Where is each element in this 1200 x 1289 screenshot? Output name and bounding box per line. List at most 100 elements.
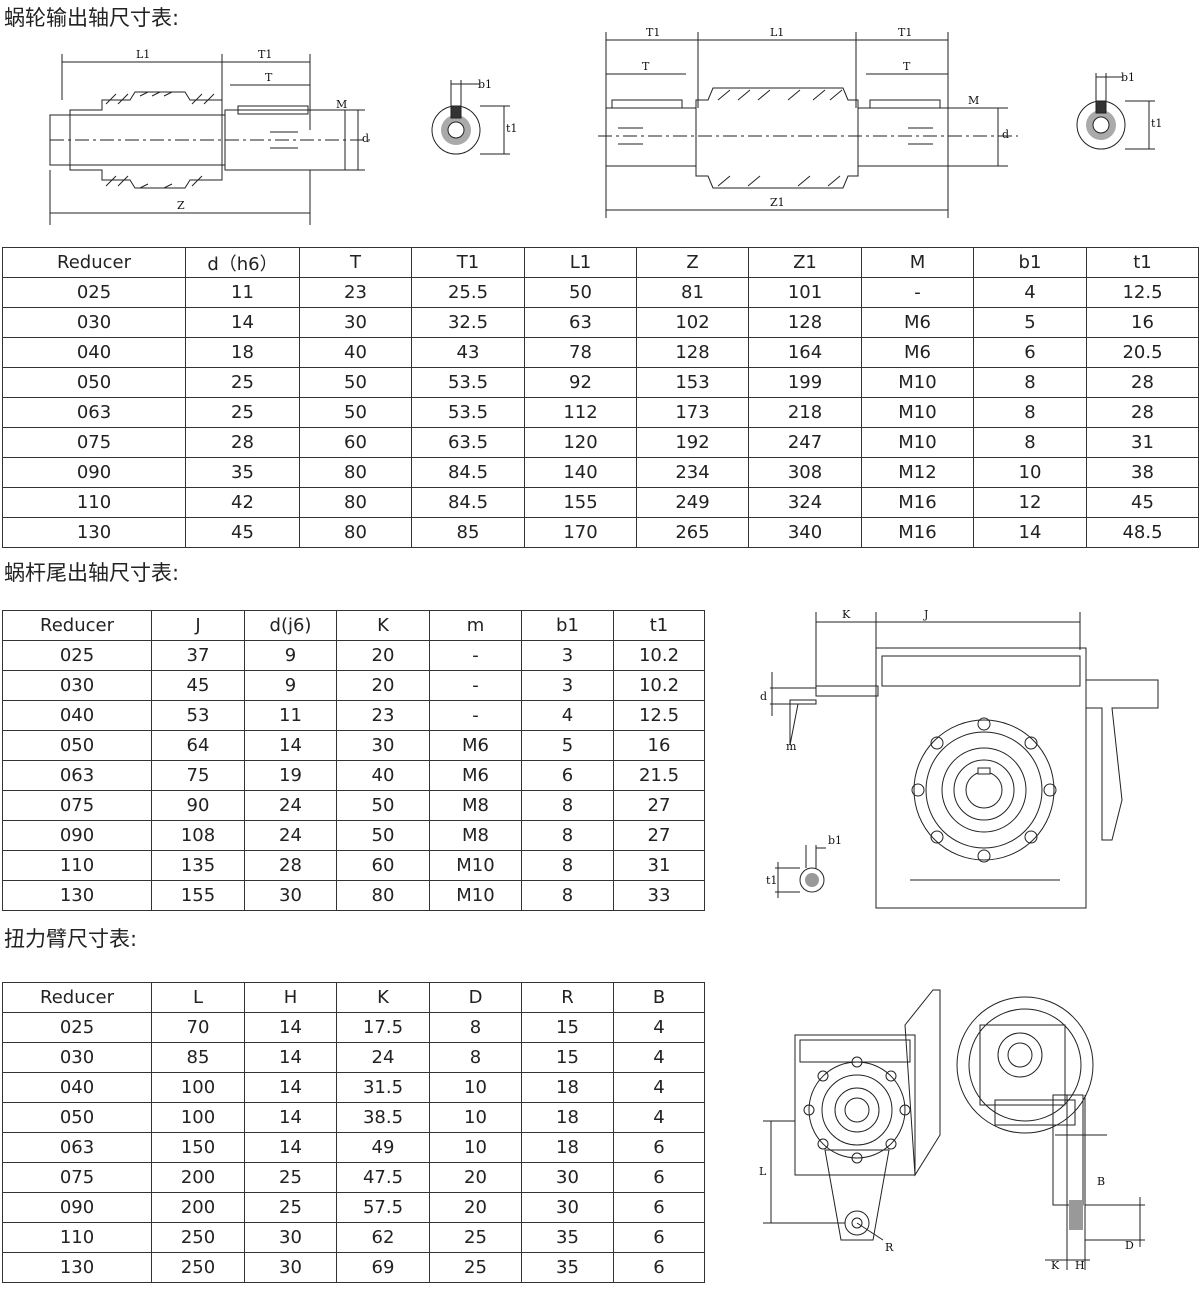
table-cell: 78 [524,337,637,368]
dim-label-T-right: T [903,60,911,73]
table-cell: 6 [613,1252,705,1283]
table-cell: 49 [336,1132,430,1163]
table-cell: 063 [2,1132,152,1163]
table-cell: - [429,670,522,701]
table-cell: 45 [1086,487,1199,518]
table-cell: 14 [244,1102,337,1133]
table-cell: 10.2 [613,640,705,671]
table-cell: 9 [244,670,337,701]
table-cell: 6 [521,760,614,791]
table-cell: 60 [336,850,430,881]
table-cell: 20 [429,1162,522,1193]
table-cell: 040 [2,337,186,368]
column-header: t1 [613,610,705,641]
table-cell: 31.5 [336,1072,430,1103]
table-cell: 35 [521,1252,614,1283]
dim-label-L1: L1 [136,48,150,61]
table-cell: 28 [185,427,300,458]
table-cell: 11 [185,277,300,308]
column-header: B [613,982,705,1013]
table-cell: 57.5 [336,1192,430,1223]
table-cell: 090 [2,457,186,488]
table-cell: 80 [299,517,412,548]
table-cell: 100 [151,1072,245,1103]
table-cell: 4 [613,1072,705,1103]
table-cell: 31 [1086,427,1199,458]
table-cell: 27 [613,820,705,851]
column-header: K [336,610,430,641]
column-header: b1 [521,610,614,641]
table-cell: 17.5 [336,1012,430,1043]
table-cell: 308 [748,457,862,488]
table-cell: 28 [244,850,337,881]
table-cell: 80 [299,457,412,488]
dim-label-T1-right: T1 [898,28,912,39]
table-cell: 10 [429,1072,522,1103]
table-cell: 8 [521,880,614,911]
dim-label-M: M [336,98,347,111]
table-cell: 63 [524,307,637,338]
table-cell: 249 [636,487,749,518]
table-cell: 200 [151,1162,245,1193]
double-output-shaft-drawing: T1 L1 T1 T T M d Z1 [598,28,1018,218]
table-cell: 47.5 [336,1162,430,1193]
table-cell: 110 [2,1222,152,1253]
table-cell: 28 [1086,367,1199,398]
worm-label-m: m [786,740,797,753]
worm-gearbox-drawing: K J d m b1 t1 [760,608,1159,909]
table-cell: 120 [524,427,637,458]
table-cell: 3 [521,640,614,671]
table-cell: 030 [2,670,152,701]
table-cell: 150 [151,1132,245,1163]
table-cell: 155 [524,487,637,518]
table-cell: 25 [244,1192,337,1223]
table-cell: 62 [336,1222,430,1253]
table-cell: 075 [2,427,186,458]
output-shaft-drawing: L1 T1 T M d Z [49,48,370,225]
dim-label-T1-left: T1 [646,28,660,39]
table-cell: M10 [429,850,522,881]
table-cell: 25 [244,1162,337,1193]
table-cell: 53.5 [411,367,525,398]
table-cell: 11 [244,700,337,731]
table-cell: 24 [244,820,337,851]
dim-label-T: T [265,71,273,84]
table-cell: 30 [521,1162,614,1193]
worm-label-J: J [923,608,928,621]
table-cell: 10 [973,457,1087,488]
arm-label-R: R [885,1241,894,1254]
table-cell: 24 [244,790,337,821]
table-cell: 53.5 [411,397,525,428]
table-cell: 075 [2,790,152,821]
table-cell: 8 [973,397,1087,428]
table-cell: 92 [524,367,637,398]
table-cell: M6 [861,307,974,338]
table-cell: 025 [2,640,152,671]
table-cell: 60 [299,427,412,458]
table-cell: 8 [973,367,1087,398]
dim-label-L1-double: L1 [770,28,784,39]
table-cell: 32.5 [411,307,525,338]
table-cell: 040 [2,700,152,731]
table-cell: 6 [973,337,1087,368]
table-cell: 324 [748,487,862,518]
table-cell: 12.5 [613,700,705,731]
table-cell: 030 [2,307,186,338]
table-cell: 6 [613,1192,705,1223]
table-cell: 025 [2,277,186,308]
table-cell: 12.5 [1086,277,1199,308]
table-cell: 218 [748,397,862,428]
column-header: T [299,247,412,278]
table-cell: 192 [636,427,749,458]
